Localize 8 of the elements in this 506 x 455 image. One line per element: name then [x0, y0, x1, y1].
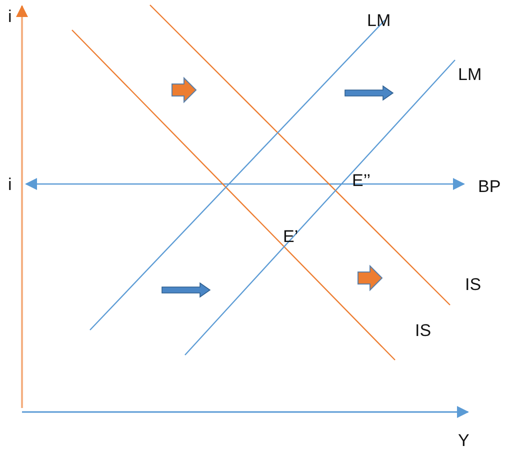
axis-label: i: [8, 8, 12, 25]
curve-label: IS: [465, 276, 482, 293]
curve-label: IS: [415, 322, 432, 339]
curve-label: BP: [478, 178, 501, 195]
axis-label: Y: [458, 432, 470, 449]
curve-label: LM: [458, 66, 482, 83]
axis-label: i: [8, 176, 12, 193]
curve-label: LM: [367, 12, 391, 29]
